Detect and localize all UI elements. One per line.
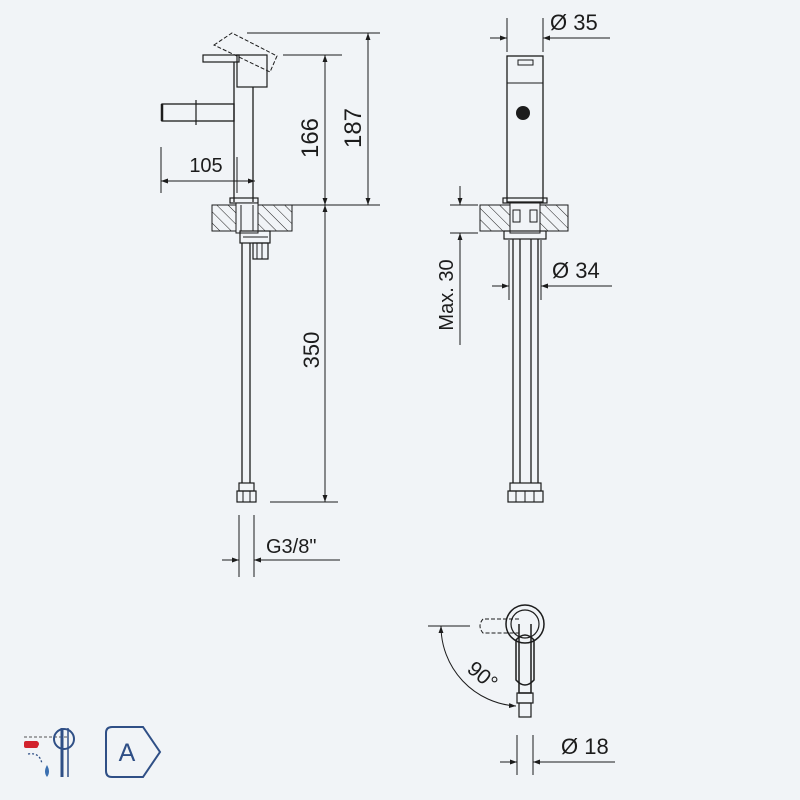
dim-spout-reach: 105 [160, 147, 255, 193]
dim-body-diameter: Ø 35 [490, 10, 610, 52]
lever-rotated-outline [212, 32, 278, 73]
supply-hose [236, 243, 257, 503]
counter-top [211, 202, 293, 234]
counter-top-front [479, 202, 569, 240]
mounting-nut [239, 230, 271, 260]
dim-label-spout-reach: 105 [189, 155, 222, 177]
energy-class-badge: A [105, 726, 162, 778]
dim-hose-length: 350 [270, 205, 338, 503]
cold-water-lever-icon [24, 728, 75, 777]
top-view: 90° Ø 18 [428, 604, 615, 775]
dim-label-lever-diameter: Ø 18 [561, 734, 609, 759]
dim-outlet-height: 166 [283, 54, 342, 205]
lever-handle [202, 54, 268, 88]
dim-max-deck-thickness: Max. 30 [436, 186, 478, 345]
dim-total-height: 187 [247, 32, 380, 206]
dim-label-connection-thread: G3/8" [266, 536, 316, 558]
aerator-outlet-icon [516, 106, 530, 120]
dim-connection-thread: G3/8" [222, 515, 340, 577]
dim-label-body-diameter: Ø 35 [550, 10, 598, 35]
dim-label-total-height: 187 [340, 108, 367, 148]
dim-label-lever-rotation: 90° [463, 657, 502, 695]
supply-hoses-front [507, 239, 544, 503]
spout [160, 100, 235, 125]
dim-label-hose-length: 350 [299, 332, 324, 369]
dim-lever-rotation: 90° [428, 625, 517, 709]
dim-label-hole-diameter: Ø 34 [552, 258, 600, 283]
dim-lever-diameter: Ø 18 [500, 734, 615, 775]
front-view: Ø 35 Max. 30 Ø 34 [436, 10, 612, 503]
dim-label-max-deck: Max. 30 [436, 259, 458, 330]
dim-label-outlet-height: 166 [297, 118, 324, 158]
side-view: 105 166 187 350 G3/8" [160, 32, 380, 577]
faucet-body-front [502, 55, 548, 204]
body-circle-top [505, 604, 545, 644]
energy-class-label: A [119, 739, 136, 767]
dim-hole-diameter: Ø 34 [492, 240, 612, 300]
